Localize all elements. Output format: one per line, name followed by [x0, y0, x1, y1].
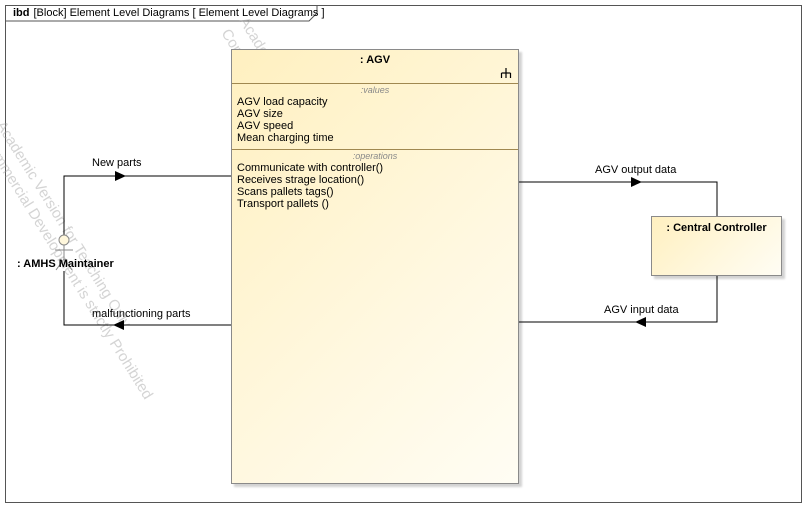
block-agv-title: : AGV: [359, 54, 391, 66]
connector-agv-output-data[interactable]: [519, 181, 718, 216]
operations-compartment-label: :operations: [352, 151, 398, 161]
label-agv-input-data: AGV input data: [604, 304, 679, 316]
connector-agv-input-data[interactable]: [519, 276, 718, 323]
arrow-new-parts: [115, 171, 126, 181]
operations-list: Communicate with controller() Receives s…: [237, 162, 383, 210]
values-divider: [232, 83, 518, 84]
value-item[interactable]: Mean charging time: [237, 132, 334, 144]
label-malfunctioning-parts: malfunctioning parts: [92, 308, 191, 320]
stick-figure-icon[interactable]: [55, 234, 73, 271]
frame-title: [Block] Element Level Diagrams [ Element…: [33, 7, 325, 19]
connector-malfunctioning-parts[interactable]: [63, 271, 231, 326]
label-agv-output-data: AGV output data: [595, 164, 677, 176]
frame-kind: ibd: [13, 7, 30, 19]
block-central-controller-title: : Central Controller: [666, 222, 767, 234]
operation-item[interactable]: Receives strage location(): [237, 174, 365, 186]
value-item[interactable]: AGV size: [237, 108, 283, 120]
operation-item[interactable]: Transport pallets (): [237, 198, 329, 210]
frame-tab-text: ibd[Block] Element Level Diagrams [ Elem…: [13, 7, 325, 19]
structure-icon: [500, 68, 512, 78]
operations-divider: [232, 149, 518, 150]
arrow-malfunctioning-parts: [113, 320, 124, 330]
actor-name: : AMHS Maintainer: [17, 258, 114, 270]
values-compartment-label: :values: [360, 85, 390, 95]
values-list: AGV load capacity AGV size AGV speed Mea…: [237, 96, 334, 144]
connector-new-parts[interactable]: [63, 175, 231, 245]
block-agv[interactable]: : AGV :values AGV load capacity AGV size…: [231, 49, 519, 484]
value-item[interactable]: AGV speed: [237, 120, 294, 132]
operation-item[interactable]: Communicate with controller(): [237, 162, 384, 174]
frame-tab-outline: [5, 5, 318, 22]
value-item[interactable]: AGV load capacity: [237, 96, 328, 108]
operation-item[interactable]: Scans pallets tags(): [237, 186, 334, 198]
block-central-controller[interactable]: : Central Controller: [651, 216, 782, 276]
arrow-agv-input-data: [635, 317, 646, 327]
arrow-agv-output-data: [631, 177, 642, 187]
diagram-frame: [5, 5, 802, 503]
label-new-parts: New parts: [92, 157, 142, 169]
